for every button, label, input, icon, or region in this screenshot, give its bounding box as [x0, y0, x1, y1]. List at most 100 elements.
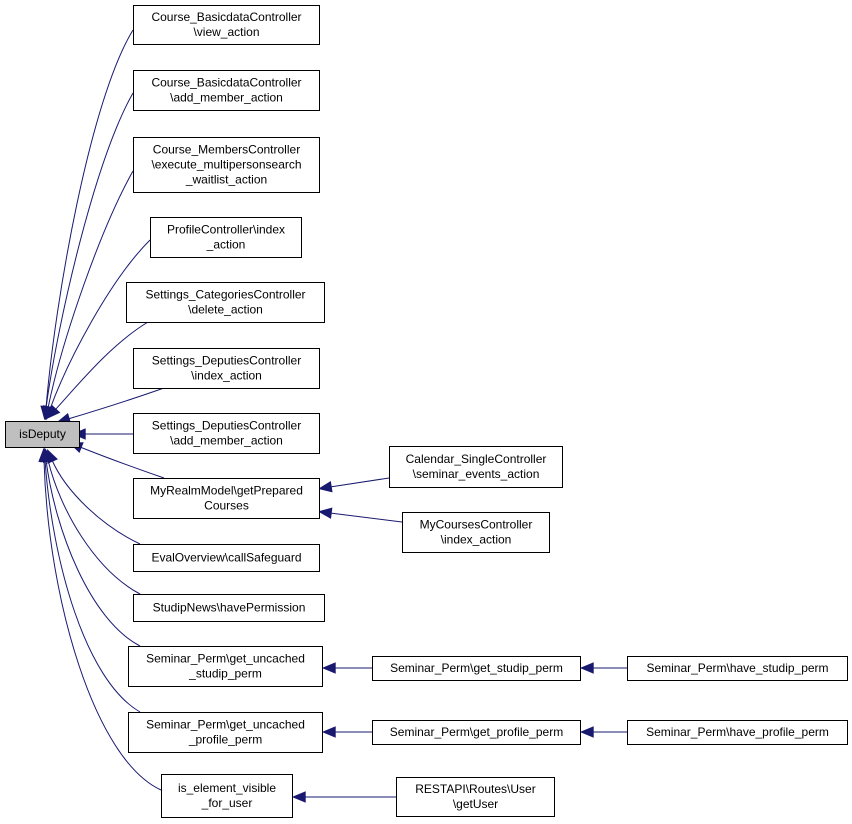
edge-n9-to-isdeputy	[51, 459, 141, 545]
graph-node[interactable]: Course_MembersController\execute_multipe…	[133, 137, 320, 193]
node-box	[133, 137, 320, 193]
node-box	[402, 512, 550, 553]
node-box	[133, 478, 320, 519]
graph-node[interactable]: Seminar_Perm\get_studip_perm	[372, 656, 581, 681]
node-box	[372, 720, 581, 745]
node-label-line: Seminar_Perm\have_studip_perm	[646, 661, 828, 675]
node-label-line: \add_member_action	[170, 434, 283, 448]
edge-n18-to-n13-arrowhead	[291, 791, 306, 803]
node-label-line: \execute_multipersonsearch	[151, 158, 301, 172]
graph-node[interactable]: Settings_DeputiesController\index_action	[133, 348, 320, 389]
edge-n19-to-n16-arrowhead	[579, 662, 594, 674]
node-label-line: Settings_DeputiesController	[152, 419, 301, 433]
node-label-line: Seminar_Perm\get_studip_perm	[390, 661, 563, 675]
node-box	[627, 656, 848, 681]
node-box	[133, 348, 320, 389]
edge-n12-to-isdeputy	[44, 459, 141, 713]
node-box	[389, 446, 563, 488]
edge-n13-to-isdeputy	[43, 459, 162, 791]
node-box	[133, 544, 320, 572]
edge-n1-to-isdeputy	[45, 29, 134, 409]
node-label-line: \index_action	[441, 533, 512, 547]
node-label-line: _waitlist_action	[185, 173, 267, 187]
node-label-line: Seminar_Perm\get_profile_perm	[390, 725, 563, 739]
node-label-line: \delete_action	[188, 303, 263, 317]
edges-layer	[38, 29, 627, 803]
edge-n4-to-isdeputy	[49, 239, 151, 410]
edge-n2-to-isdeputy	[45, 92, 134, 409]
graph-node[interactable]: Seminar_Perm\get_profile_perm	[372, 720, 581, 745]
node-label-line: MyRealmModel\getPrepared	[150, 484, 303, 498]
root-node-isdeputy[interactable]: isDeputy	[5, 421, 80, 448]
node-box	[128, 646, 323, 687]
graph-node[interactable]: Course_BasicdataController\view_action	[133, 5, 320, 45]
node-box	[5, 421, 80, 448]
graph-node[interactable]: ProfileController\index_action	[150, 217, 302, 258]
node-box	[161, 774, 293, 818]
edge-n16-to-n11-arrowhead	[321, 662, 336, 674]
node-label-line: EvalOverview\callSafeguard	[151, 551, 301, 565]
node-label-line: Seminar_Perm\get_uncached	[146, 718, 305, 732]
edge-n5-to-isdeputy-arrowhead	[46, 404, 61, 419]
node-label-line: ProfileController\index	[167, 223, 285, 237]
node-label-line: Calendar_SingleController	[406, 452, 547, 466]
node-box	[126, 282, 325, 323]
graph-node[interactable]: EvalOverview\callSafeguard	[133, 544, 320, 572]
edge-n14-to-n8-arrowhead	[318, 481, 333, 493]
edge-n15-to-n8-arrowhead	[317, 507, 333, 519]
node-box	[372, 656, 581, 681]
node-label-line: \view_action	[193, 25, 259, 39]
graph-node[interactable]: Seminar_Perm\get_uncached_studip_perm	[128, 646, 323, 687]
nodes-layer: isDeputyCourse_BasicdataController\view_…	[5, 5, 848, 818]
node-label-line: is_element_visible	[178, 781, 276, 795]
node-box	[133, 413, 320, 454]
edge-n10-to-isdeputy	[47, 459, 141, 595]
node-label-line: Course_BasicdataController	[151, 10, 301, 24]
edge-n20-to-n17-arrowhead	[579, 726, 594, 738]
graph-node[interactable]: Settings_CategoriesController\delete_act…	[126, 282, 325, 323]
node-label-line: Course_MembersController	[153, 143, 300, 157]
node-label-line: \index_action	[191, 369, 262, 383]
node-label-line: isDeputy	[19, 427, 66, 441]
node-box	[150, 217, 302, 258]
node-label-line: _action	[206, 238, 246, 252]
node-label-line: \getUser	[453, 797, 498, 811]
node-box	[627, 720, 848, 745]
graph-node[interactable]: is_element_visible_for_user	[161, 774, 293, 818]
edge-n3-to-isdeputy	[47, 170, 134, 409]
edge-n15-to-n8	[329, 512, 403, 523]
node-label-line: Seminar_Perm\have_profile_perm	[646, 725, 829, 739]
graph-node[interactable]: MyCoursesController\index_action	[402, 512, 550, 553]
edge-n17-to-n12-arrowhead	[321, 726, 336, 738]
graph-node[interactable]: Course_BasicdataController\add_member_ac…	[133, 70, 320, 111]
node-label-line: _studip_perm	[188, 667, 262, 681]
node-label-line: RESTAPI\Routes\User	[415, 782, 535, 796]
node-label-line: Seminar_Perm\get_uncached	[146, 652, 305, 666]
node-label-line: StudipNews\havePermission	[153, 601, 306, 615]
edge-n5-to-isdeputy	[54, 321, 149, 411]
graph-node[interactable]: Seminar_Perm\have_studip_perm	[627, 656, 848, 681]
edge-n11-to-isdeputy	[45, 459, 141, 647]
edge-n6-to-isdeputy	[67, 387, 165, 420]
node-box	[133, 70, 320, 111]
node-label-line: _for_user	[201, 796, 253, 810]
node-label-line: Settings_DeputiesController	[152, 354, 301, 368]
node-label-line: \add_member_action	[170, 91, 283, 105]
node-label-line: _profile_perm	[188, 733, 262, 747]
node-box	[396, 777, 555, 817]
graph-node[interactable]: StudipNews\havePermission	[133, 594, 325, 622]
node-label-line: MyCoursesController	[420, 518, 533, 532]
edge-n14-to-n8	[329, 477, 390, 488]
graph-node[interactable]: Settings_DeputiesController\add_member_a…	[133, 413, 320, 454]
node-label-line: Course_BasicdataController	[151, 76, 301, 90]
node-label-line: Settings_CategoriesController	[145, 288, 305, 302]
edge-n8-to-isdeputy	[79, 446, 165, 479]
node-label-line: Courses	[204, 499, 249, 513]
graph-node[interactable]: Seminar_Perm\get_uncached_profile_perm	[128, 712, 323, 753]
graph-node[interactable]: RESTAPI\Routes\User\getUser	[396, 777, 555, 817]
graph-node[interactable]: Seminar_Perm\have_profile_perm	[627, 720, 848, 745]
graph-node[interactable]: Calendar_SingleController\seminar_events…	[389, 446, 563, 488]
node-box	[133, 5, 320, 45]
